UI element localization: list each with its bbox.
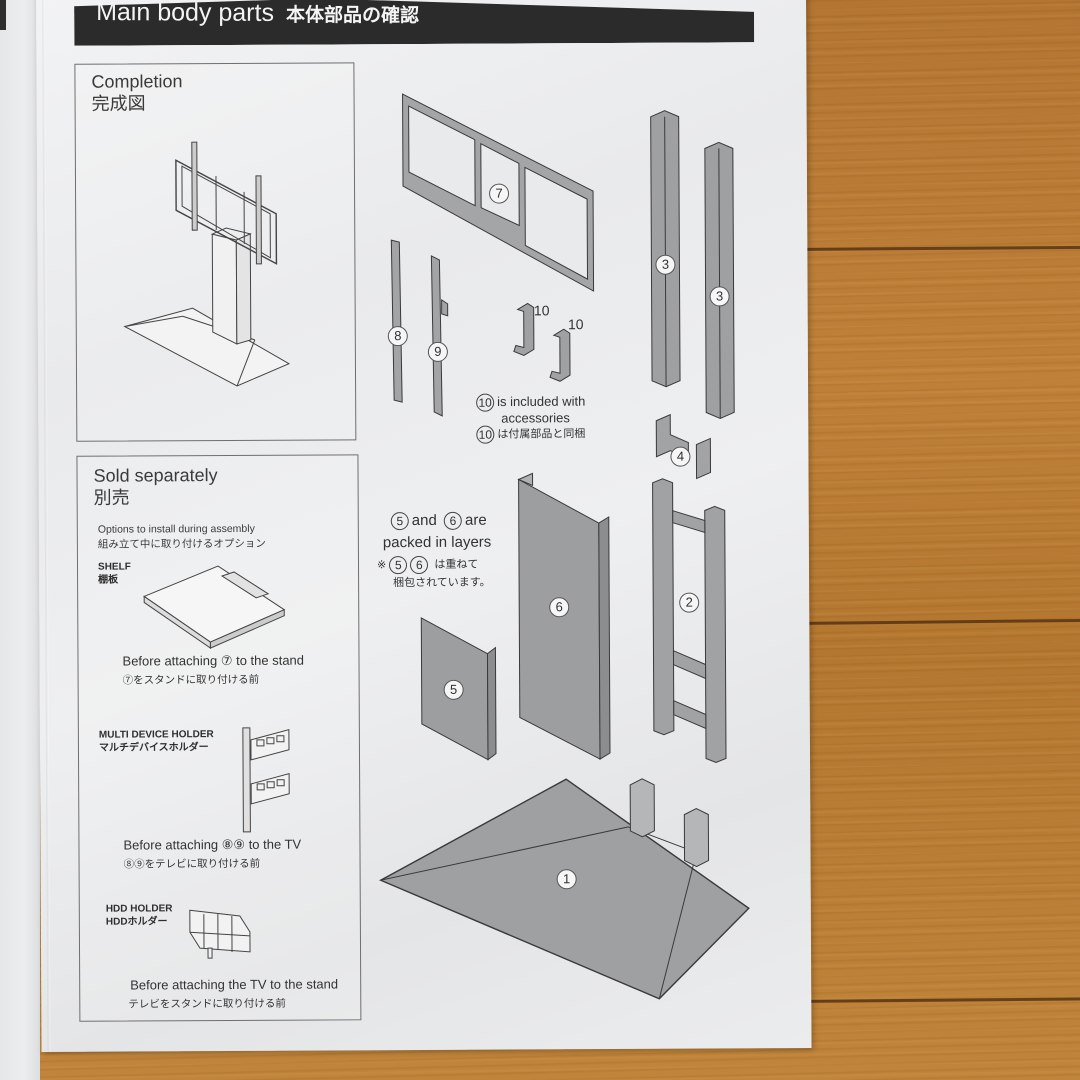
part-10-ref: 10 xyxy=(476,393,495,412)
part-3-post-b xyxy=(704,141,735,419)
part-3a-number-badge: 3 xyxy=(655,254,676,275)
part-9-rail xyxy=(430,255,449,417)
multi-device-holder-illustration xyxy=(242,727,290,833)
part-10b-number-label: 10 xyxy=(567,316,584,333)
shelf-illustration xyxy=(143,565,286,650)
part-2-ladder-frame xyxy=(652,478,727,763)
page-tab-marker xyxy=(0,0,6,30)
part-3-post-a xyxy=(650,110,681,388)
left-page-edge xyxy=(0,0,40,1080)
part-6-number-badge: 6 xyxy=(549,597,570,618)
part-10-hooks xyxy=(513,302,571,382)
part-1-base xyxy=(379,778,750,1000)
hdd-holder-illustration xyxy=(189,909,251,959)
part-9-number-badge: 9 xyxy=(427,341,448,362)
completed-stand-illustration xyxy=(123,141,291,387)
part-1-number-badge: 1 xyxy=(556,869,577,890)
part-3b-number-badge: 3 xyxy=(709,286,730,307)
part-5-number-badge: 5 xyxy=(443,679,464,700)
part-6-cover-panel xyxy=(517,472,611,760)
layers-note-line2: packed in layers xyxy=(382,533,492,552)
completion-panel: Completion 完成図 xyxy=(74,62,357,442)
part-8-number-badge: 8 xyxy=(387,326,408,347)
part-4-number-badge: 4 xyxy=(670,446,691,467)
layers-note-jp-line2: 梱包されています。 xyxy=(393,576,491,590)
part-8-rail xyxy=(390,239,403,403)
part-10a-number-label: 10 xyxy=(533,302,550,319)
part-2-number-badge: 2 xyxy=(679,592,700,613)
sold-separately-panel: Sold separately 別売 Options to install du… xyxy=(76,454,362,1022)
part-10-ref: 10 xyxy=(476,425,495,444)
part-7-number-badge: 7 xyxy=(489,183,510,204)
